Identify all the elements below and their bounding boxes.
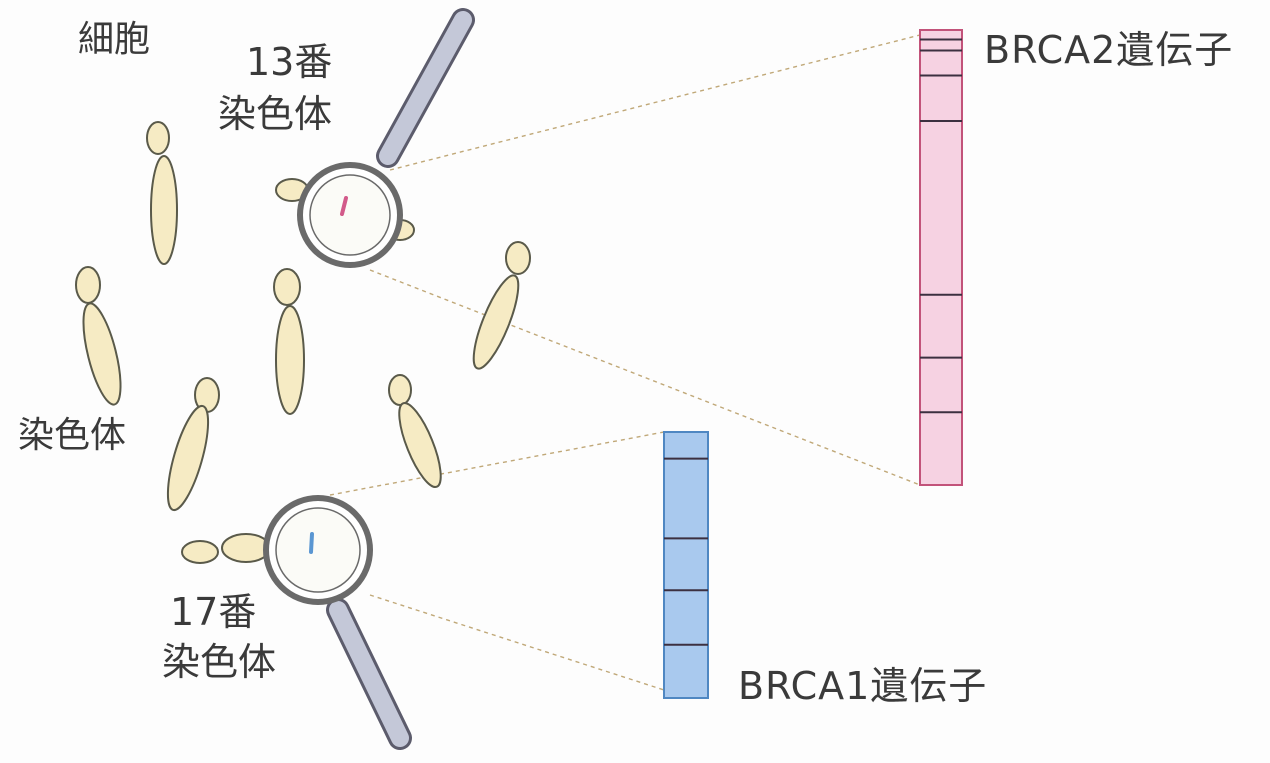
brca1-locus-mark xyxy=(311,534,312,552)
brca2-gene-bar xyxy=(920,30,962,485)
chromosome-17-label-number: 17番 xyxy=(170,590,256,634)
chromosome xyxy=(147,122,177,264)
chromosome-13-label-word: 染色体 xyxy=(218,92,332,136)
magnifier-lens-inner xyxy=(276,508,360,592)
chromosomes xyxy=(76,122,530,563)
magnifier-lens-inner xyxy=(310,175,390,255)
pointer-line-brca1-top xyxy=(330,432,664,495)
chromosome xyxy=(160,378,219,514)
brca2-gene-label: BRCA2遺伝子 xyxy=(984,28,1233,72)
brca1-gene-label: BRCA1遺伝子 xyxy=(738,664,987,708)
chromosome-17 xyxy=(182,534,270,563)
brca1-gene-body xyxy=(664,432,708,698)
chromosome-17-label-word: 染色体 xyxy=(162,640,276,684)
magnifier-handle-fill xyxy=(388,20,463,156)
chromosome-13-label-number: 13番 xyxy=(246,40,332,84)
brca1-gene-bar xyxy=(664,432,708,698)
pointer-line-brca1-bottom xyxy=(370,595,664,690)
magnifier-chr17 xyxy=(266,498,400,738)
magnifier-handle-fill xyxy=(338,610,400,738)
chromosome xyxy=(465,242,530,373)
chromosome xyxy=(76,267,128,408)
pointer-lines xyxy=(330,35,920,690)
brca2-gene-body xyxy=(920,30,962,485)
chromosome xyxy=(274,269,304,414)
chromosome xyxy=(389,375,449,492)
chromosome-label: 染色体 xyxy=(18,414,126,458)
cell-label: 細胞 xyxy=(78,18,150,62)
pointer-line-brca2-top xyxy=(390,35,920,170)
pointer-line-brca2-bottom xyxy=(370,270,920,485)
